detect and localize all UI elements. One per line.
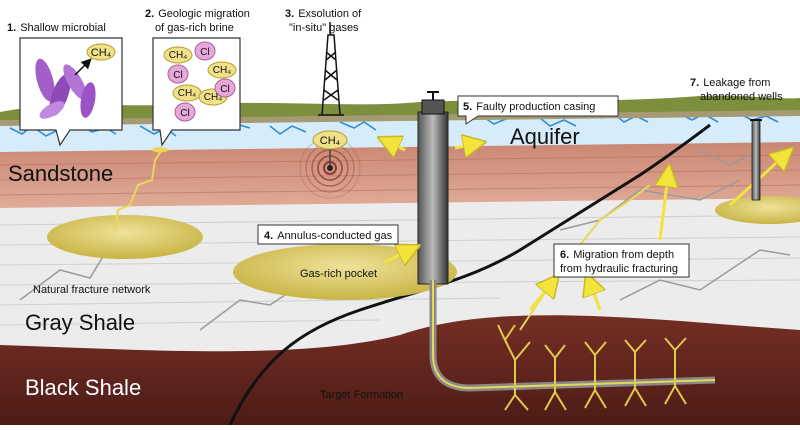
- shallow-gas-pocket: [47, 215, 203, 259]
- natural-fracture-lines: [19, 149, 791, 331]
- callout-2-line1: 2.Geologic migration: [145, 8, 250, 20]
- ch4-microbe-molecule: [86, 43, 116, 61]
- callout-4: 4.Annulus-conducted gas: [264, 230, 393, 242]
- callout-5: 5.Faulty production casing: [463, 101, 595, 113]
- callout-6-box: [553, 243, 690, 278]
- ch4-exsolution-label: CH₄: [320, 135, 341, 147]
- gas-rich-pocket-label: Gas-rich pocket: [300, 268, 377, 280]
- callout-6-line2: from hydraulic fracturing: [560, 263, 678, 275]
- brine-ch4-2: CH₄: [213, 65, 232, 76]
- exsolution-point: [327, 165, 333, 171]
- wellhead: [421, 99, 445, 115]
- natural-fracture-label: Natural fracture network: [33, 284, 151, 296]
- microbe-icon: [35, 58, 96, 119]
- callout-3-line2: "in-situ" gases: [289, 22, 359, 34]
- aquifer-label: Aquifer: [510, 124, 580, 149]
- callout-2-line2: of gas-rich brine: [155, 22, 234, 34]
- black-shale-label: Black Shale: [25, 375, 141, 400]
- abandoned-well-pocket: [715, 196, 800, 224]
- wellhead-valve-icon: [427, 91, 439, 100]
- hydraulic-fractures: [497, 324, 687, 411]
- fault-line: [228, 123, 711, 426]
- callout-7-line2: abandoned wells: [700, 91, 783, 103]
- target-formation-label: Target Formation: [320, 389, 403, 401]
- brine-molecules: [163, 41, 237, 122]
- sandstone-label: Sandstone: [8, 161, 113, 186]
- horizontal-wellbore-core: [432, 280, 716, 390]
- abandoned-well-casing: [751, 119, 761, 201]
- brine-ch4-4: CH₄: [204, 92, 223, 103]
- migration-arrows: [385, 142, 785, 311]
- callout-7-line1: 7.Leakage from: [690, 77, 770, 89]
- brine-migration-path: [114, 149, 163, 231]
- brine-cl-4: Cl: [220, 84, 229, 95]
- ch4-microbe-label: CH₄: [91, 47, 112, 59]
- drilling-derrick-icon: [318, 22, 344, 116]
- microbial-gas-spot: [150, 147, 170, 153]
- ch4-exsolution-molecule: [312, 130, 348, 150]
- callout-4-box: [257, 224, 399, 245]
- well-casing: [417, 111, 449, 285]
- microbe-arrow: [74, 58, 92, 76]
- brine-ch4-3: CH₄: [178, 88, 197, 99]
- callout-3-line1: 3.Exsolution of: [285, 8, 362, 20]
- brine-cl-3: Cl: [180, 108, 189, 119]
- brine-cl-2: Cl: [173, 70, 182, 81]
- callout-1: 1.Shallow microbial: [7, 22, 106, 34]
- callout-5-box: [457, 95, 619, 125]
- gray-shale-label: Gray Shale: [25, 310, 135, 335]
- brine-ch4-1: CH₄: [169, 50, 188, 61]
- brine-cl-1: Cl: [200, 47, 209, 58]
- callout-6-line1: 6.Migration from depth: [560, 249, 674, 261]
